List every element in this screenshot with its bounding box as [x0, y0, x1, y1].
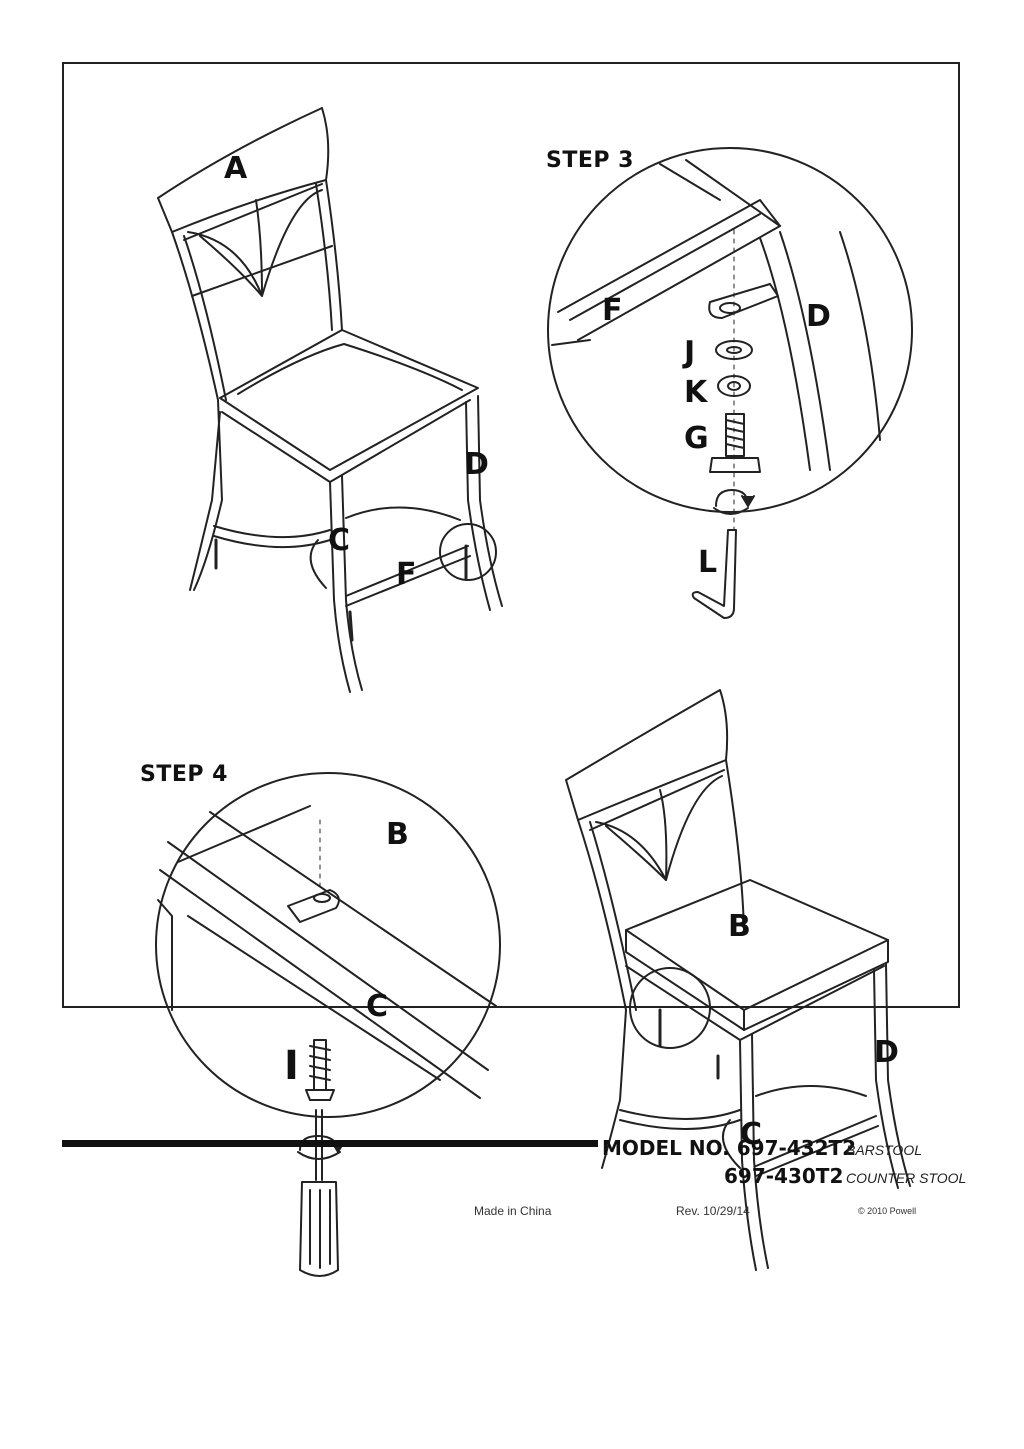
instruction-frame — [62, 62, 960, 1008]
step4-label-i: I — [284, 1043, 299, 1089]
assembled-stool-illustration — [565, 689, 911, 1271]
step4-label-b: B — [386, 817, 409, 852]
step3-detail-illustration — [547, 147, 913, 619]
model-type-barstool: BARSTOOL — [846, 1142, 922, 1158]
copyright-note: © 2010 Powell — [858, 1206, 917, 1216]
made-in-note: Made in China — [474, 1204, 552, 1218]
model-type-counter-stool: COUNTER STOOL — [846, 1170, 967, 1186]
step3-label-l: L — [698, 545, 718, 580]
part-label-a: A — [224, 151, 248, 186]
part-label-f: F — [396, 557, 417, 592]
footer-rule — [62, 1140, 598, 1147]
step3-label-d: D — [806, 299, 831, 334]
step4-label-c: C — [366, 989, 389, 1024]
step3-label-f: F — [602, 293, 623, 328]
model-number-barstool: MODEL NO. 697-432T2 — [602, 1136, 857, 1160]
step3-label-j: J — [684, 335, 696, 370]
stool-frame-illustration — [157, 107, 503, 693]
step3-label-k: K — [684, 375, 708, 410]
assembled-label-d: D — [874, 1035, 899, 1070]
assembled-label-c: C — [740, 1117, 763, 1152]
model-number-counter-stool: 697-430T2 — [724, 1164, 844, 1188]
step3-title: STEP 3 — [546, 148, 634, 173]
revision-date: Rev. 10/29/14 — [676, 1204, 750, 1218]
step4-detail-illustration — [155, 772, 501, 1277]
part-label-c: C — [328, 523, 351, 558]
step3-label-g: G — [684, 421, 709, 456]
part-label-d: D — [464, 447, 489, 482]
step4-title: STEP 4 — [140, 762, 228, 787]
assembled-label-b: B — [728, 909, 751, 944]
